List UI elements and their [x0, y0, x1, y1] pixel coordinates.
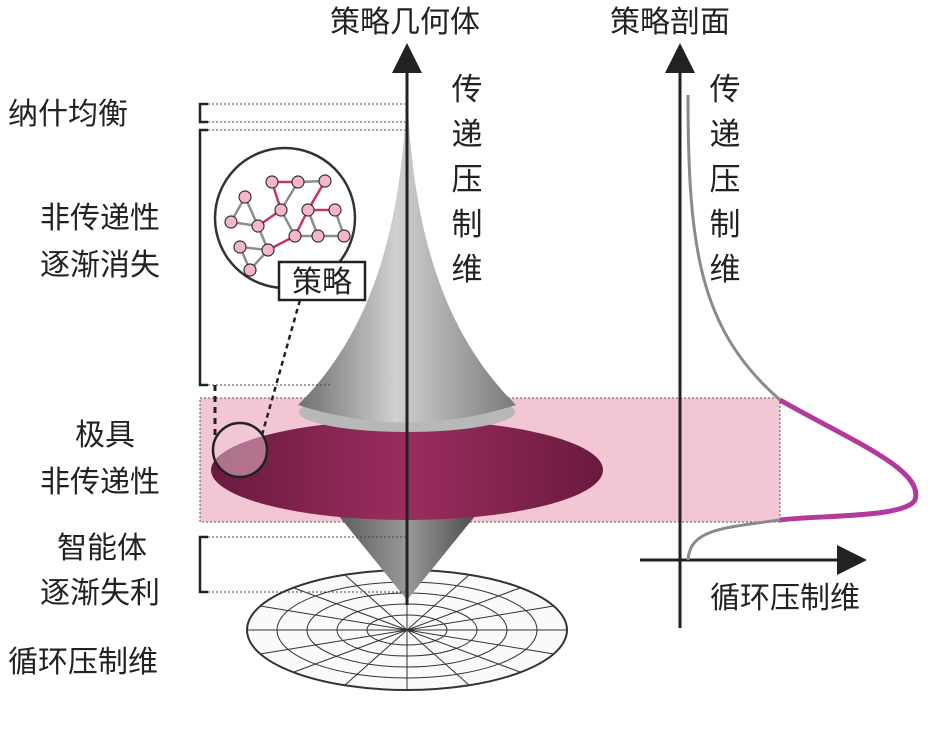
profile-title: 策略剖面 — [610, 5, 730, 40]
label-fading-2: 逐渐消失 — [40, 248, 160, 283]
strategy-node — [301, 203, 315, 217]
strategy-node — [328, 203, 342, 217]
strategy-label: 策略 — [292, 265, 352, 300]
label-losing-2: 逐渐失利 — [40, 576, 160, 611]
strategy-node — [224, 215, 238, 229]
svg-text:递: 递 — [452, 117, 483, 153]
svg-text:压: 压 — [710, 162, 741, 198]
strategy-node — [337, 229, 351, 243]
strategy-label-box — [277, 260, 367, 302]
geometry-title: 策略几何体 — [330, 5, 480, 40]
profile-curve-highlight — [778, 397, 919, 523]
strategy-node — [238, 190, 252, 204]
label-extreme-2: 非传递性 — [40, 465, 160, 500]
strategy-node — [265, 175, 279, 189]
strategy-node — [261, 243, 275, 257]
cyclic-polar-grid — [246, 569, 568, 691]
dotted-guides — [208, 103, 405, 593]
strategy-node — [311, 229, 325, 243]
svg-text:维: 维 — [452, 252, 483, 288]
profile-curve-lower — [686, 518, 781, 561]
svg-text:传: 传 — [452, 72, 483, 108]
label-losing-1: 智能体 — [57, 531, 147, 566]
zoom-source-circle — [211, 421, 269, 479]
strategy-node — [243, 263, 257, 277]
strategy-node — [233, 240, 247, 254]
level-brackets — [198, 102, 208, 594]
svg-text:递: 递 — [710, 117, 741, 153]
label-nash: 纳什均衡 — [8, 97, 128, 132]
label-fading-1: 非传递性 — [40, 201, 160, 236]
svg-text:制: 制 — [452, 207, 483, 243]
profile-curve-upper — [686, 94, 781, 402]
strategy-node — [288, 229, 302, 243]
profile-x-label: 循环压制维 — [710, 581, 860, 616]
svg-text:传: 传 — [710, 72, 741, 108]
geometry-vertical-label: 传 递 压 制 维 — [452, 72, 483, 288]
svg-text:压: 压 — [452, 162, 483, 198]
label-cyclic-axis: 循环压制维 — [8, 645, 158, 680]
strategy-node — [291, 175, 305, 189]
strategy-network — [224, 174, 351, 277]
strategy-node — [318, 174, 332, 188]
svg-text:制: 制 — [710, 207, 741, 243]
label-extreme-1: 极具 — [75, 418, 135, 453]
svg-text:维: 维 — [710, 252, 741, 288]
strategy-node — [274, 203, 288, 217]
profile-vertical-label: 传 递 压 制 维 — [710, 72, 741, 288]
strategy-node — [251, 219, 265, 233]
